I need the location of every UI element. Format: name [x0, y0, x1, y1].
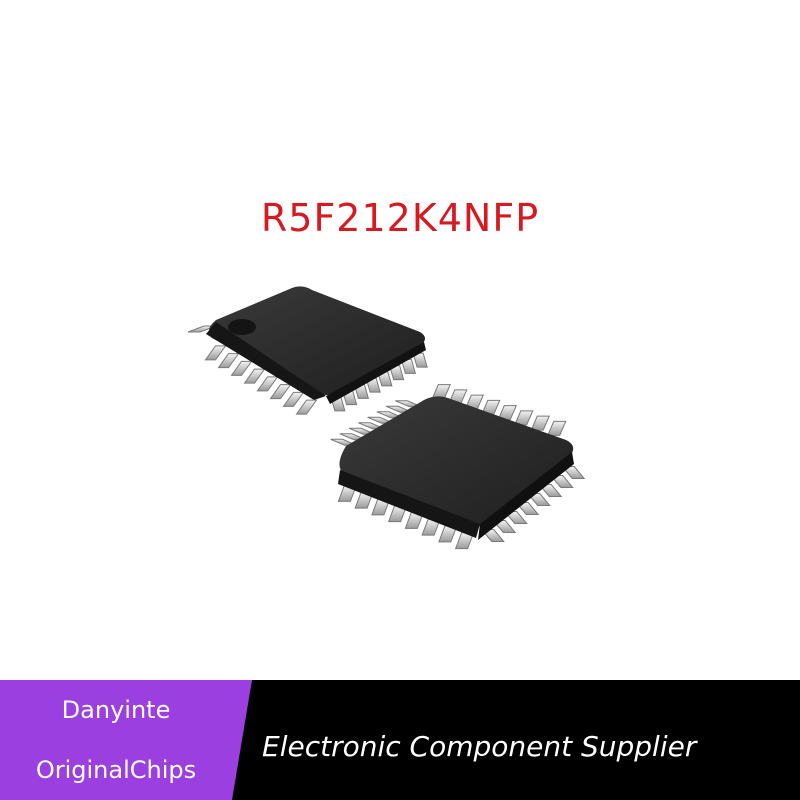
brand-name: Danyinte: [61, 696, 171, 724]
chip-back-image: [187, 286, 428, 415]
chip-lead: [204, 345, 227, 361]
footer-banner: Danyinte OriginalChips Electronic Compon…: [0, 680, 800, 800]
chip-lead: [269, 384, 292, 400]
footer-background: [0, 680, 800, 800]
part-number-title: R5F212K4NFP: [260, 196, 540, 240]
chip-lead: [431, 384, 452, 400]
chip-lead: [243, 368, 266, 384]
brand-panel: Danyinte OriginalChips: [0, 680, 252, 800]
chip-lead: [282, 391, 305, 407]
chip-lead: [530, 415, 551, 431]
supplier-slogan: Electronic Component Supplier: [262, 730, 697, 763]
chip-lead: [295, 399, 318, 415]
brand-tagline: OriginalChips: [35, 756, 197, 784]
chip-lead: [256, 376, 279, 392]
chip-lead: [230, 360, 253, 376]
chip-lead: [546, 420, 567, 436]
chip-lead: [217, 353, 240, 369]
chip-front-image: [330, 384, 586, 550]
